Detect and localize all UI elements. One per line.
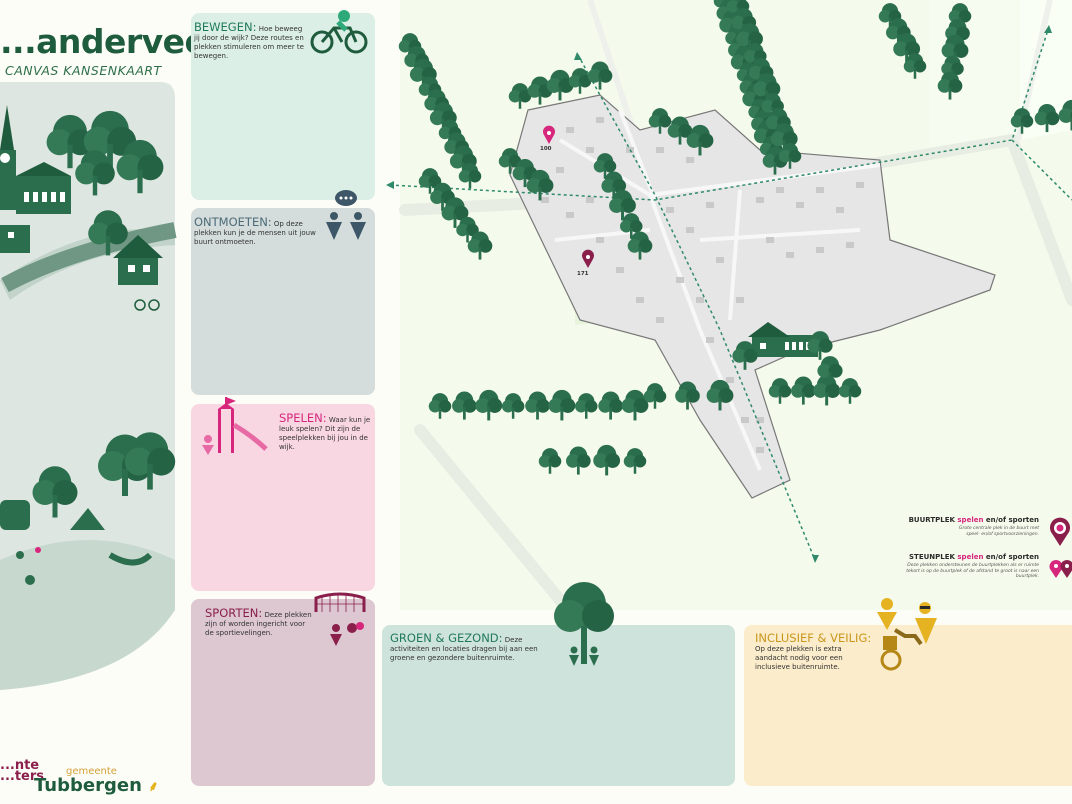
card-spelen-title: SPELEN: <box>279 411 327 425</box>
card-bewegen[interactable] <box>191 13 375 200</box>
card-ontmoeten-body: Op deze plekken kun je de mensen uit jou… <box>194 220 316 246</box>
chat-people-icon <box>326 190 366 240</box>
card-groen-title: GROEN & GEZOND: <box>390 631 503 645</box>
pin-label-100: 100 <box>540 146 552 152</box>
card-inclusief-text: INCLUSIEF & VEILIG: Op deze plekken is e… <box>755 632 875 672</box>
logo-municipality-small: gemeente <box>66 766 117 777</box>
map-pin-171[interactable] <box>582 249 594 268</box>
card-inclusief[interactable] <box>744 625 1072 786</box>
community-house <box>748 322 818 357</box>
pin-label-171: 171 <box>577 271 589 277</box>
tree-icon <box>554 582 614 666</box>
card-sporten-body: Deze plekken zijn of worden ingericht vo… <box>205 611 312 637</box>
legend-steunplek: STEUNPLEK spelen en/of sporten Deze plek… <box>859 553 1039 580</box>
card-sporten-title: SPORTEN: <box>205 606 263 620</box>
logo-municipality: Tubbergen <box>34 775 142 796</box>
legend-steunplek-suffix: en/of sporten <box>985 553 1039 561</box>
legend-buurtplek: BUURTPLEK spelen en/of sporten Grote cen… <box>859 516 1039 537</box>
legend-buurtplek-icon <box>1050 517 1070 546</box>
legend-buurtplek-desc: Grote centrale plek in de buurt met spee… <box>959 526 1039 537</box>
walking-routes <box>389 29 1072 561</box>
legend-steunplek-desc: Deze plekken ondersteunen de buurtplekke… <box>906 563 1039 579</box>
wheelchair-icon <box>877 598 937 671</box>
sport-goal-icon <box>314 592 366 646</box>
card-bewegen-text: BEWEGEN: Hoe beweeg jij door de wijk? De… <box>194 21 309 61</box>
card-sporten-text: SPORTEN: Deze plekken zijn of worden ing… <box>205 607 313 638</box>
card-inclusief-body: Op deze plekken is extra aandacht nodig … <box>755 645 843 671</box>
logo-tubbergen: gemeente Tubbergen ⸙ <box>34 766 159 796</box>
card-spelen[interactable] <box>191 404 375 591</box>
legend-buurtplek-suffix: en/of sporten <box>985 516 1039 524</box>
card-spelen-body: Waar kun je leuk spelen? Dit zijn de spe… <box>279 416 371 451</box>
card-ontmoeten-title: ONTMOETEN: <box>194 215 272 229</box>
card-sporten[interactable] <box>191 599 375 786</box>
card-inclusief-title: INCLUSIEF & VEILIG: <box>755 631 872 645</box>
card-spelen-text: SPELEN: Waar kun je leuk spelen? Dit zij… <box>279 412 371 452</box>
legend-steunplek-pink: spelen <box>957 553 984 561</box>
card-groen-body: Deze activiteiten en locaties dragen bij… <box>390 636 538 662</box>
map-pin-100[interactable] <box>543 118 555 144</box>
legend-buurtplek-pink: spelen <box>957 516 984 524</box>
legend-buurtplek-prefix: BUURTPLEK <box>908 516 955 524</box>
page-subtitle: CANVAS KANSENKAART <box>5 63 162 78</box>
park-illustration <box>0 432 176 690</box>
wheat-icon: ⸙ <box>148 779 159 795</box>
card-groen-text: GROEN & GEZOND: Deze activiteiten en loc… <box>390 632 560 663</box>
cyclist-icon <box>310 10 368 54</box>
card-bewegen-body: Hoe beweeg jij door de wijk? Deze routes… <box>194 25 304 60</box>
logo-left: ...nte ...ters <box>0 758 44 784</box>
legend-steunplek-icon <box>1049 560 1072 578</box>
card-ontmoeten-text: ONTMOETEN: Op deze plekken kun je de men… <box>194 216 319 247</box>
card-ontmoeten[interactable] <box>191 208 375 395</box>
card-bewegen-title: BEWEGEN: <box>194 20 257 34</box>
legend-steunplek-prefix: STEUNPLEK <box>909 553 955 561</box>
church-illustration <box>0 105 177 311</box>
slide-icon <box>202 397 268 455</box>
card-groen[interactable] <box>382 625 735 786</box>
